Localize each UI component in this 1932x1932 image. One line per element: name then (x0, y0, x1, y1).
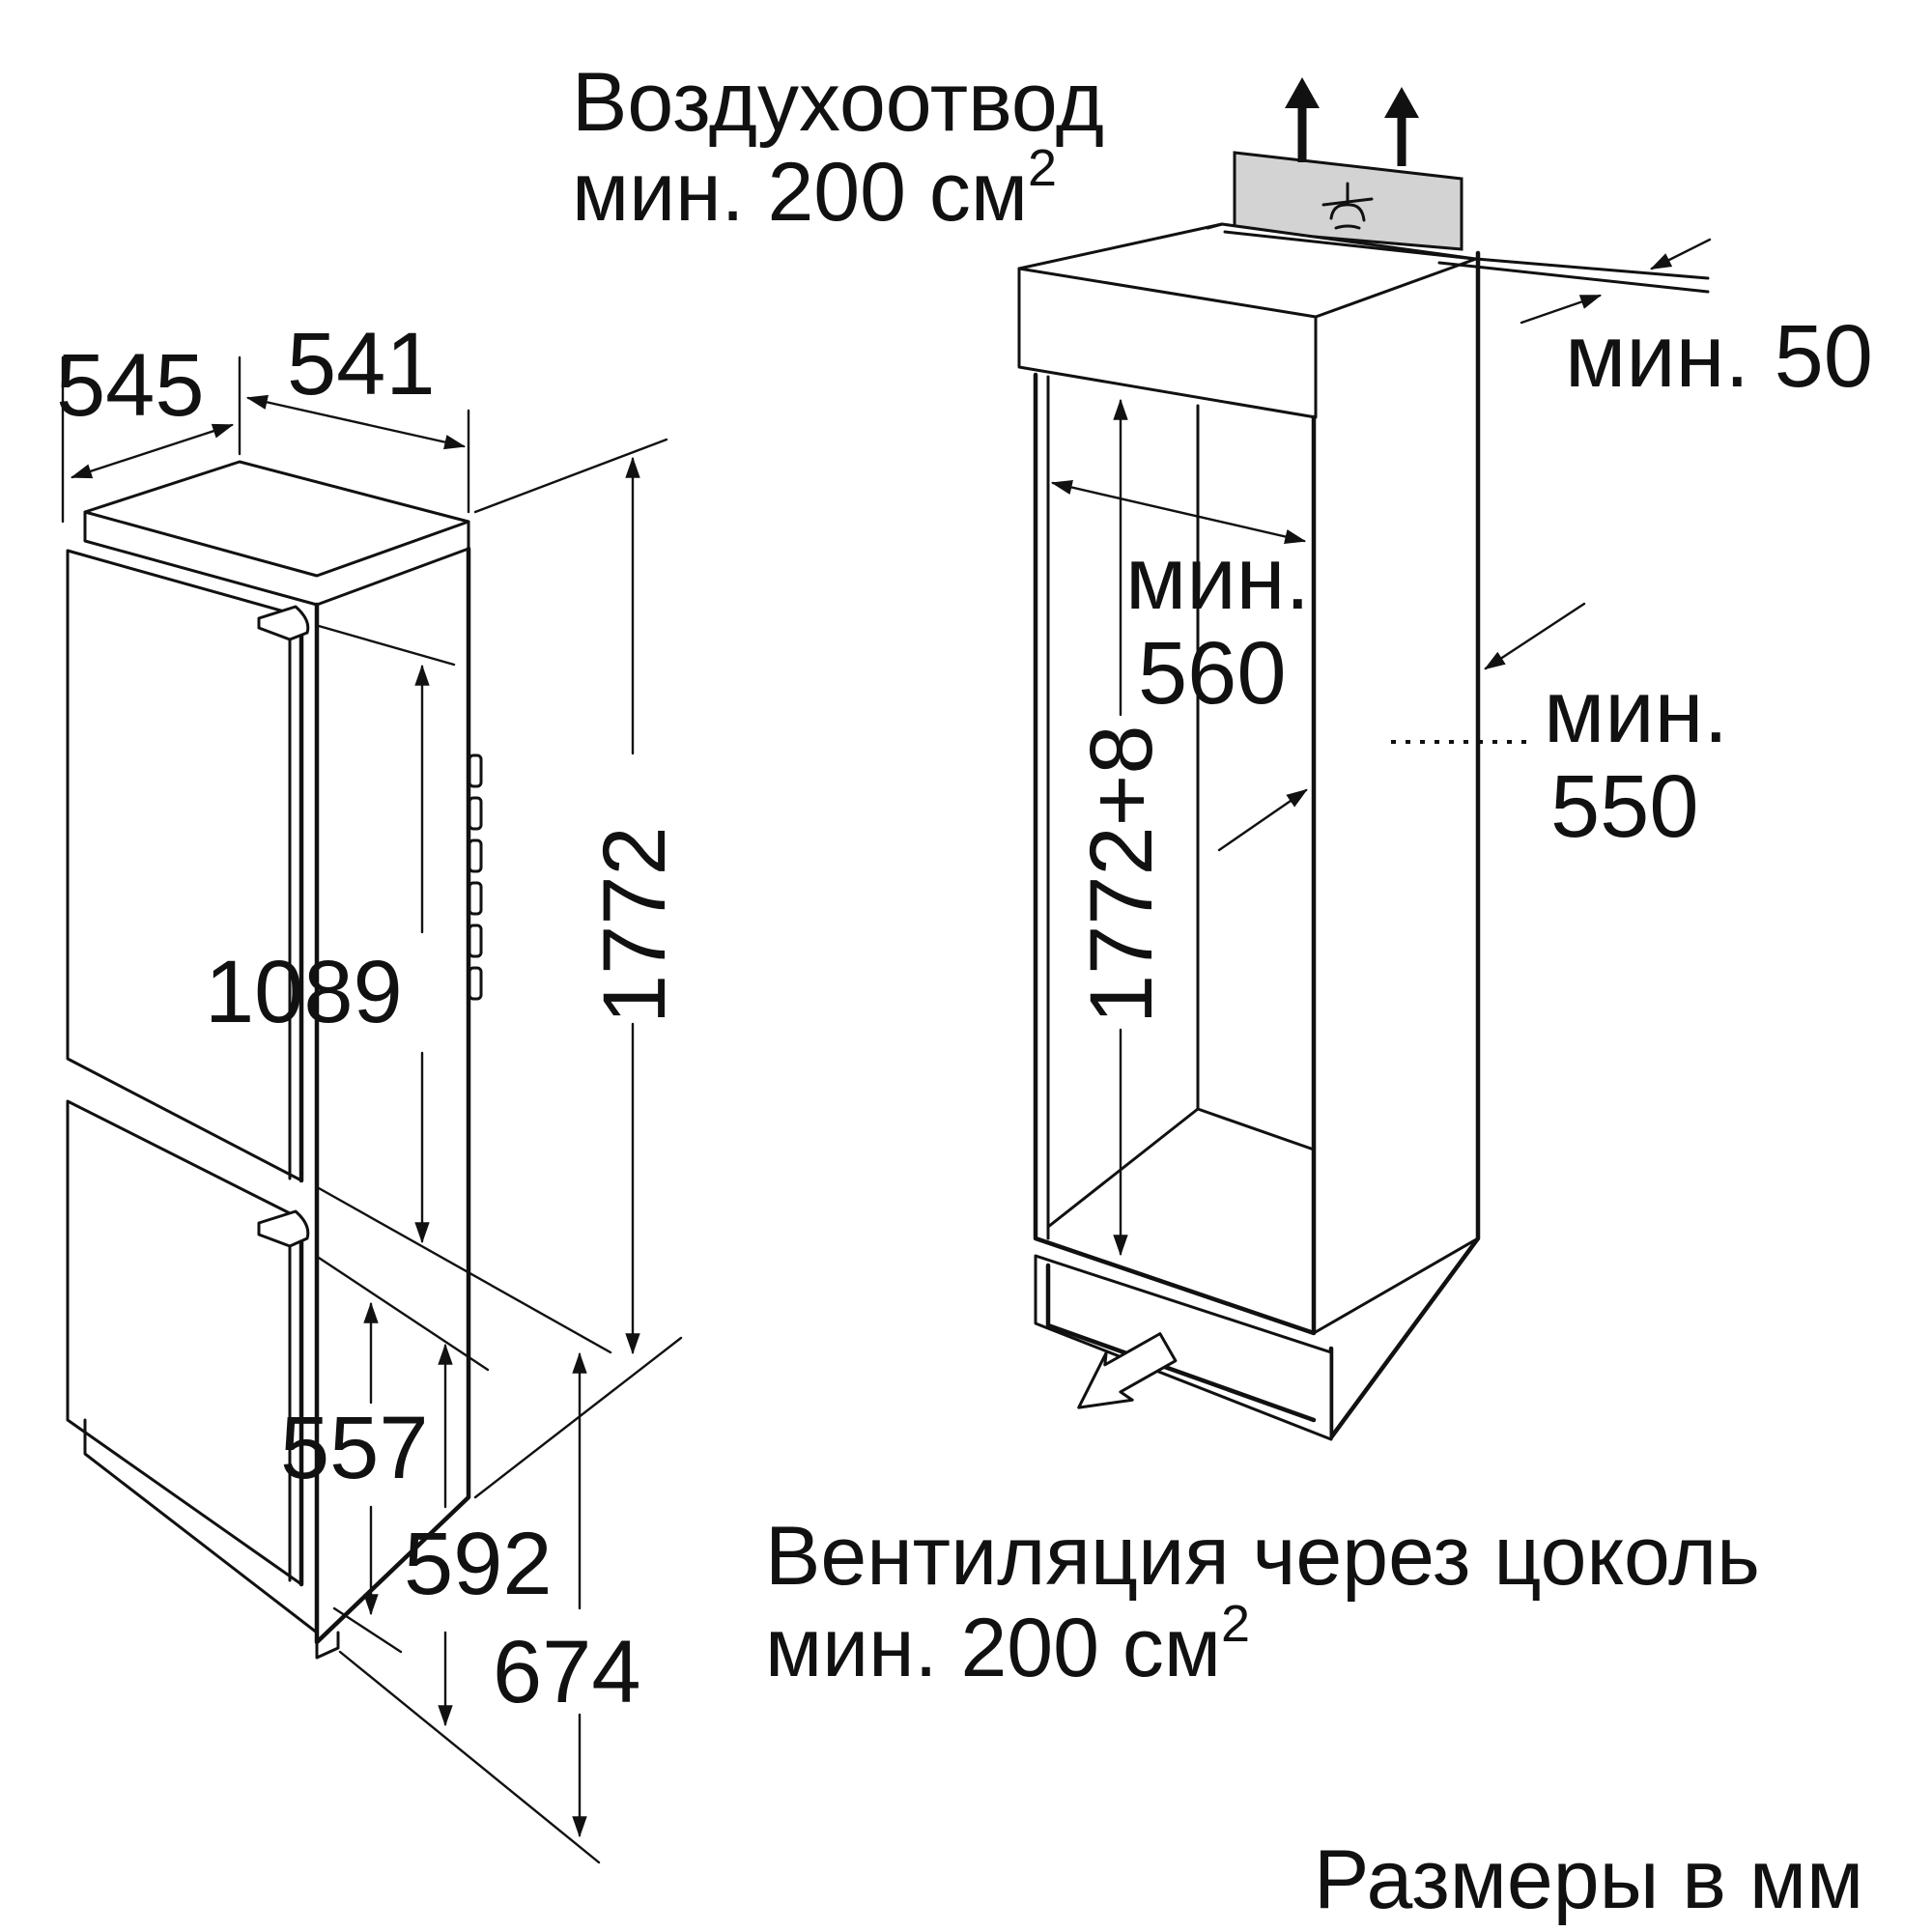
dim-674: 674 (493, 1623, 641, 1721)
dim-541: 541 (287, 315, 436, 413)
dim-1089: 1089 (205, 943, 403, 1041)
dim-line-550-right (1484, 602, 1586, 670)
dim-line-541 (245, 394, 467, 450)
dim-line-50 (1650, 238, 1712, 270)
niche-plinth (1034, 1254, 1333, 1441)
air-outlet-title: Воздухоотвод (572, 56, 1104, 149)
dim-545: 545 (56, 336, 205, 435)
dim-line-545 (70, 423, 235, 479)
dim-550-label: мин. (1544, 663, 1728, 761)
lower-door (66, 1099, 303, 1586)
upper-handle (257, 605, 310, 641)
plinth-vent-title: Вентиляция через цоколь (765, 1510, 1760, 1603)
fan-icon (1321, 182, 1374, 230)
dim-1772: 1772 (585, 826, 684, 1024)
arrow-up-icon (1285, 77, 1419, 166)
dim-560-label: мин. (1125, 529, 1310, 628)
lower-handle (257, 1209, 310, 1248)
side-hinges (468, 753, 483, 1001)
air-outlet-min: мин. 200 см2 (572, 139, 1057, 239)
appliance-side (314, 546, 471, 1645)
niche-drawing (1017, 77, 1712, 1441)
niche-front-left (1033, 372, 1317, 1336)
dim-line-560 (1050, 479, 1307, 545)
arrow-right-icon (1077, 1332, 1178, 1409)
dim-min-50: мин. 50 (1565, 307, 1873, 406)
upper-door (66, 549, 303, 1182)
niche-right-wall (1328, 250, 1481, 1440)
dim-550-value: 550 (1550, 757, 1699, 856)
dim-1772-8: 1772+8 (1072, 724, 1171, 1024)
plinth-vent-min: мин. 200 см2 (765, 1595, 1250, 1694)
dim-line-550-left (1217, 788, 1308, 852)
appliance-base (83, 1418, 319, 1634)
dim-560-value: 560 (1138, 624, 1287, 723)
units-note: Размеры в мм (1314, 1833, 1863, 1926)
dim-557: 557 (280, 1399, 429, 1497)
appliance-top-face (83, 460, 470, 578)
appliance-drawing (61, 355, 683, 1864)
dim-592: 592 (404, 1515, 553, 1613)
